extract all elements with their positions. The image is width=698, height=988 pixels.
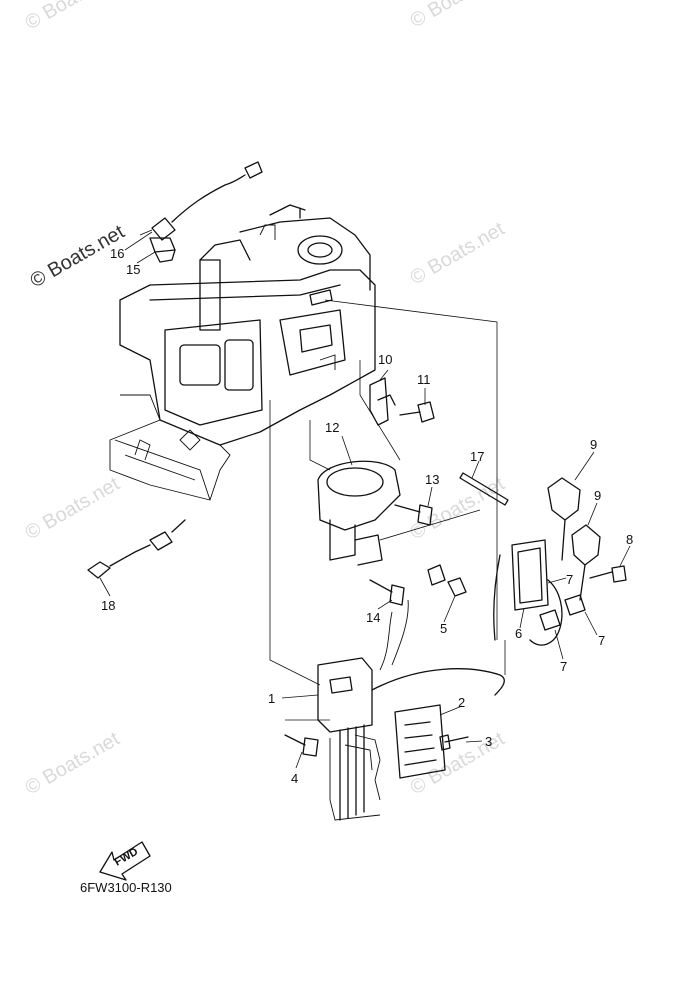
part-12-bracket (317, 460, 401, 566)
callout-1: 1 (268, 691, 275, 706)
callout-10: 10 (378, 352, 392, 367)
diagram-code: 6FW3100-R130 (80, 880, 172, 895)
part-18-sensor (87, 519, 186, 579)
part-9-plug-cap-lower (571, 524, 601, 601)
callout-2: 2 (458, 695, 465, 710)
callout-7b: 7 (598, 633, 605, 648)
part-3-screw (439, 734, 469, 751)
callout-15: 15 (126, 262, 140, 277)
part-5-clamp (427, 564, 467, 597)
callout-13: 13 (425, 472, 439, 487)
watermark-low-left: © Boats.net (22, 728, 124, 800)
part-6-ignition-coil (493, 539, 563, 646)
part-17-tie (459, 472, 509, 506)
callout-14: 14 (366, 610, 380, 625)
part-15-sender (149, 237, 176, 263)
watermark-mid-left: © Boats.net (22, 473, 124, 545)
callout-12: 12 (325, 420, 339, 435)
callout-6: 6 (515, 626, 522, 641)
callout-7a: 7 (566, 572, 573, 587)
part-11-bolt (399, 401, 435, 423)
part-8-bolt (589, 565, 627, 583)
part-14-bolt (369, 579, 405, 606)
callout-labels: 1 2 3 4 5 6 7 7 7 7 8 9 9 10 11 12 13 14… (101, 246, 633, 786)
part-7-boots (539, 594, 586, 631)
callout-8: 8 (626, 532, 633, 547)
part-9-plug-cap-upper (547, 477, 581, 561)
part-4-bolt (284, 734, 319, 757)
wire-harness (329, 599, 409, 821)
watermark-mid-right: © Boats.net (407, 218, 509, 290)
reference-lines (269, 299, 506, 721)
callout-9a: 9 (590, 437, 597, 452)
callout-17: 17 (470, 449, 484, 464)
watermark-center: © Boats.net (407, 473, 509, 545)
watermark-top-left: © Boats.net (22, 0, 124, 34)
callout-4: 4 (291, 771, 298, 786)
engine-block (109, 204, 376, 501)
callout-9b: 9 (594, 488, 601, 503)
watermark-top-right: © Boats.net (407, 0, 509, 32)
callout-11: 11 (417, 372, 431, 387)
part-2-connector (394, 704, 446, 779)
callout-16: 16 (110, 246, 124, 261)
callout-5: 5 (440, 621, 447, 636)
callout-7c: 7 (560, 659, 567, 674)
callout-3: 3 (485, 734, 492, 749)
part-10-bracket (369, 377, 396, 426)
part-16-sensor-lead (139, 161, 263, 241)
callout-18: 18 (101, 598, 115, 613)
watermarks: © Boats.net © Boats.net © Boats.net © Bo… (22, 0, 509, 799)
watermark-low-right: © Boats.net (407, 728, 509, 800)
callout-leaders (99, 231, 631, 769)
fwd-arrow-icon: FWD (99, 841, 151, 881)
